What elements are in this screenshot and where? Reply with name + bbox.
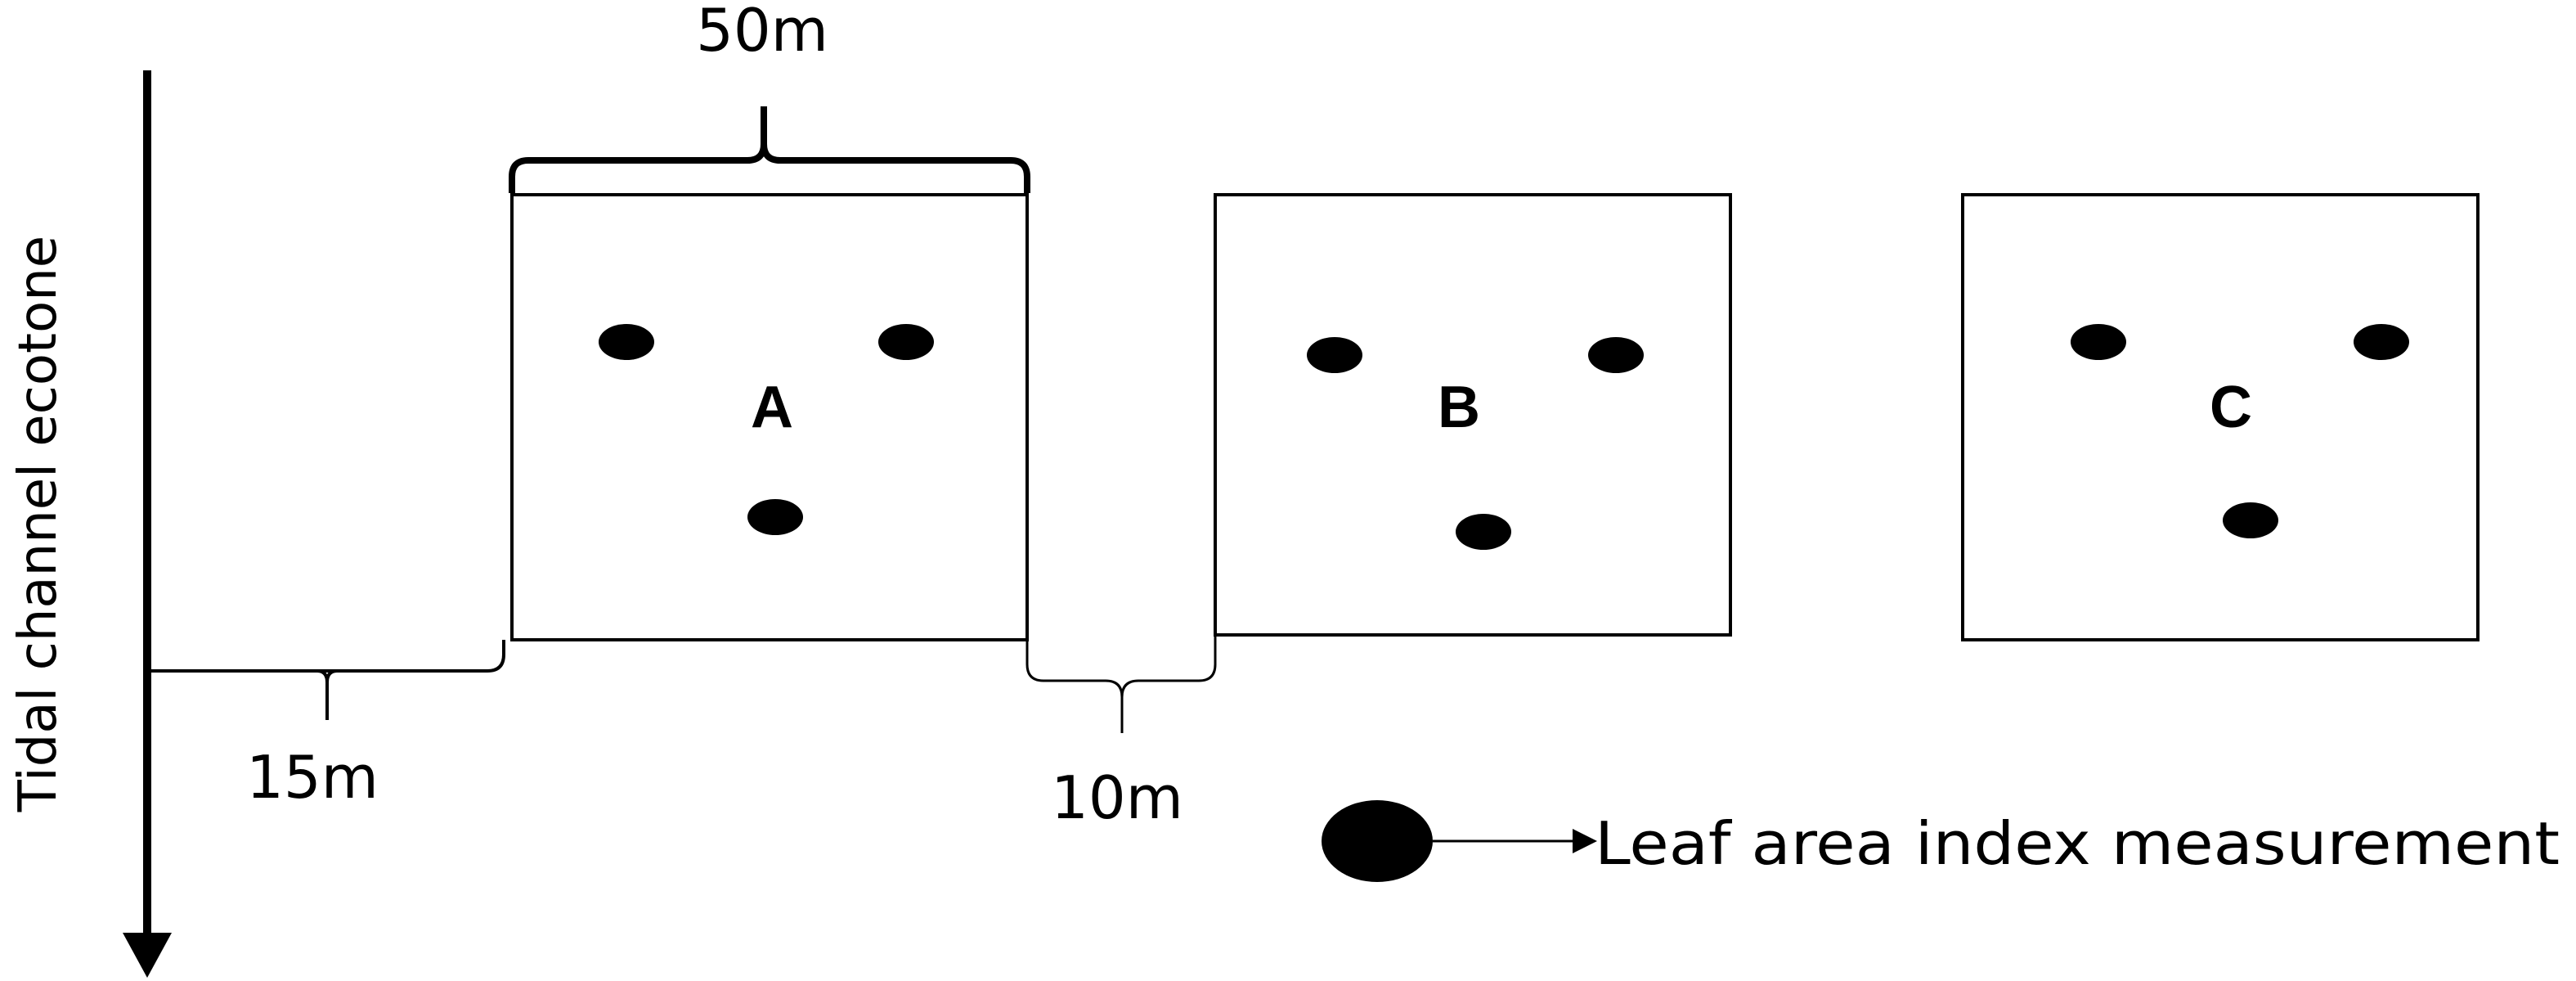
legend-marker-icon	[1322, 800, 1433, 882]
legend-label: Leaf area index measurement	[1595, 809, 2560, 878]
plot-a: A	[510, 193, 1029, 641]
lai-point-icon	[2071, 324, 2126, 360]
lai-point-icon	[878, 324, 934, 360]
plot-b-boundary	[1214, 193, 1732, 637]
lai-point-icon	[2223, 502, 2278, 538]
dimension-label-50m: 50m	[696, 0, 828, 65]
plot-a-boundary	[510, 193, 1029, 641]
lai-point-icon	[1307, 337, 1362, 373]
brace-15m	[316, 669, 338, 720]
plot-c-boundary	[1961, 193, 2480, 641]
lai-point-icon	[599, 324, 654, 360]
axis-label: Tidal channel ecotone	[8, 236, 69, 812]
lai-point-icon	[2354, 324, 2409, 360]
legend: Leaf area index measurement	[1322, 800, 2560, 882]
plot-b: B	[1214, 193, 1732, 637]
axis-arrowhead-icon	[123, 933, 172, 978]
ecotone-axis	[123, 70, 172, 978]
plot-label-c: C	[2210, 375, 2252, 440]
dimension-label-10m: 10m	[1051, 763, 1183, 832]
lai-point-icon	[1588, 337, 1644, 373]
baseline-connector	[147, 640, 505, 673]
brace-50m	[509, 106, 1030, 193]
plot-label-a: A	[751, 375, 793, 440]
plot-c: C	[1961, 193, 2480, 641]
plot-label-b: B	[1438, 375, 1480, 440]
lai-point-icon	[1456, 514, 1511, 550]
brace-10m	[1025, 635, 1217, 733]
lai-point-icon	[747, 499, 803, 535]
dimension-label-15m: 15m	[246, 743, 379, 812]
